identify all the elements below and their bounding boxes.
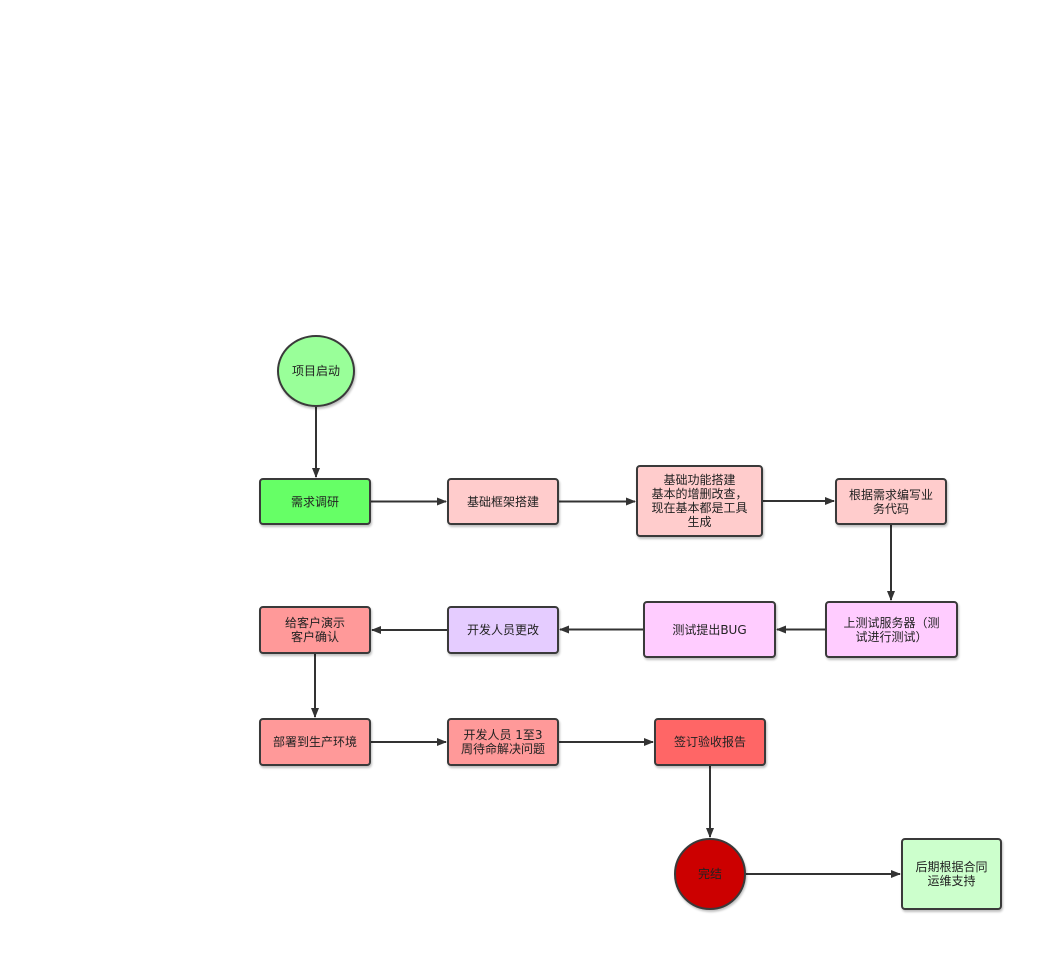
node-business-code: 根据需求编写业 务代码 bbox=[835, 478, 947, 525]
node-test-server-label: 上测试服务器（测 试进行测试） bbox=[843, 615, 940, 644]
node-deploy-production-label: 部署到生产环境 bbox=[272, 735, 357, 749]
node-maintenance-support: 后期根据合同 运维支持 bbox=[901, 838, 1002, 910]
flow-arrows bbox=[311, 407, 901, 878]
node-acceptance-report-label: 签订验收报告 bbox=[673, 735, 746, 749]
node-test-server: 上测试服务器（测 试进行测试） bbox=[825, 601, 958, 658]
node-basic-features-label: 基础功能搭建 基本的增删改查， 现在基本都是工具 生成 bbox=[651, 473, 748, 529]
node-developer-fix-label: 开发人员更改 bbox=[466, 623, 539, 637]
node-customer-demo-label: 给客户演示 客户确认 bbox=[284, 616, 345, 644]
node-project-start: 项目启动 bbox=[277, 335, 355, 407]
node-maintenance-support-label: 后期根据合同 运维支持 bbox=[915, 860, 988, 888]
node-basic-features: 基础功能搭建 基本的增删改查， 现在基本都是工具 生成 bbox=[636, 465, 763, 537]
node-business-code-label: 根据需求编写业 务代码 bbox=[848, 487, 933, 516]
node-end: 完结 bbox=[674, 838, 746, 910]
node-developer-standby-label: 开发人员 1至3 周待命解决问题 bbox=[460, 728, 545, 756]
node-developer-standby: 开发人员 1至3 周待命解决问题 bbox=[447, 718, 559, 766]
node-bug-report: 测试提出BUG bbox=[643, 601, 776, 658]
node-framework-setup: 基础框架搭建 bbox=[447, 478, 559, 525]
node-requirements-research: 需求调研 bbox=[259, 478, 371, 525]
node-framework-setup-label: 基础框架搭建 bbox=[466, 494, 539, 509]
node-deploy-production: 部署到生产环境 bbox=[259, 718, 371, 766]
node-end-label: 完结 bbox=[697, 867, 722, 881]
node-project-start-label: 项目启动 bbox=[291, 364, 340, 378]
node-developer-fix: 开发人员更改 bbox=[447, 606, 559, 654]
node-acceptance-report: 签订验收报告 bbox=[654, 718, 766, 766]
node-requirements-research-label: 需求调研 bbox=[290, 494, 339, 509]
node-bug-report-label: 测试提出BUG bbox=[672, 622, 747, 637]
node-customer-demo: 给客户演示 客户确认 bbox=[259, 606, 371, 654]
